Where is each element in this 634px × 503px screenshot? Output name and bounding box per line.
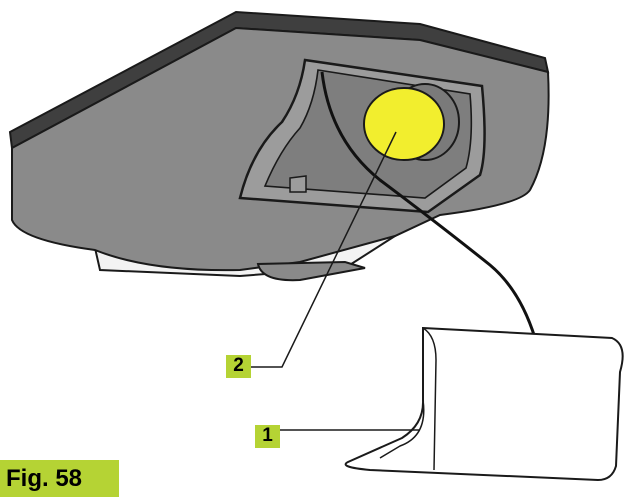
figure-label: Fig. 58: [0, 460, 119, 497]
sensor-cable: [320, 71, 537, 339]
leader-line-2: [251, 131, 397, 368]
coin-cell-battery: [363, 87, 445, 161]
sensor-pad-fold: [379, 327, 437, 471]
callout-2: 2: [226, 355, 251, 378]
device-foot: [256, 260, 366, 282]
sensor-pad: [344, 326, 624, 482]
callout-1: 1: [255, 425, 280, 448]
compartment-latch: [289, 175, 307, 193]
